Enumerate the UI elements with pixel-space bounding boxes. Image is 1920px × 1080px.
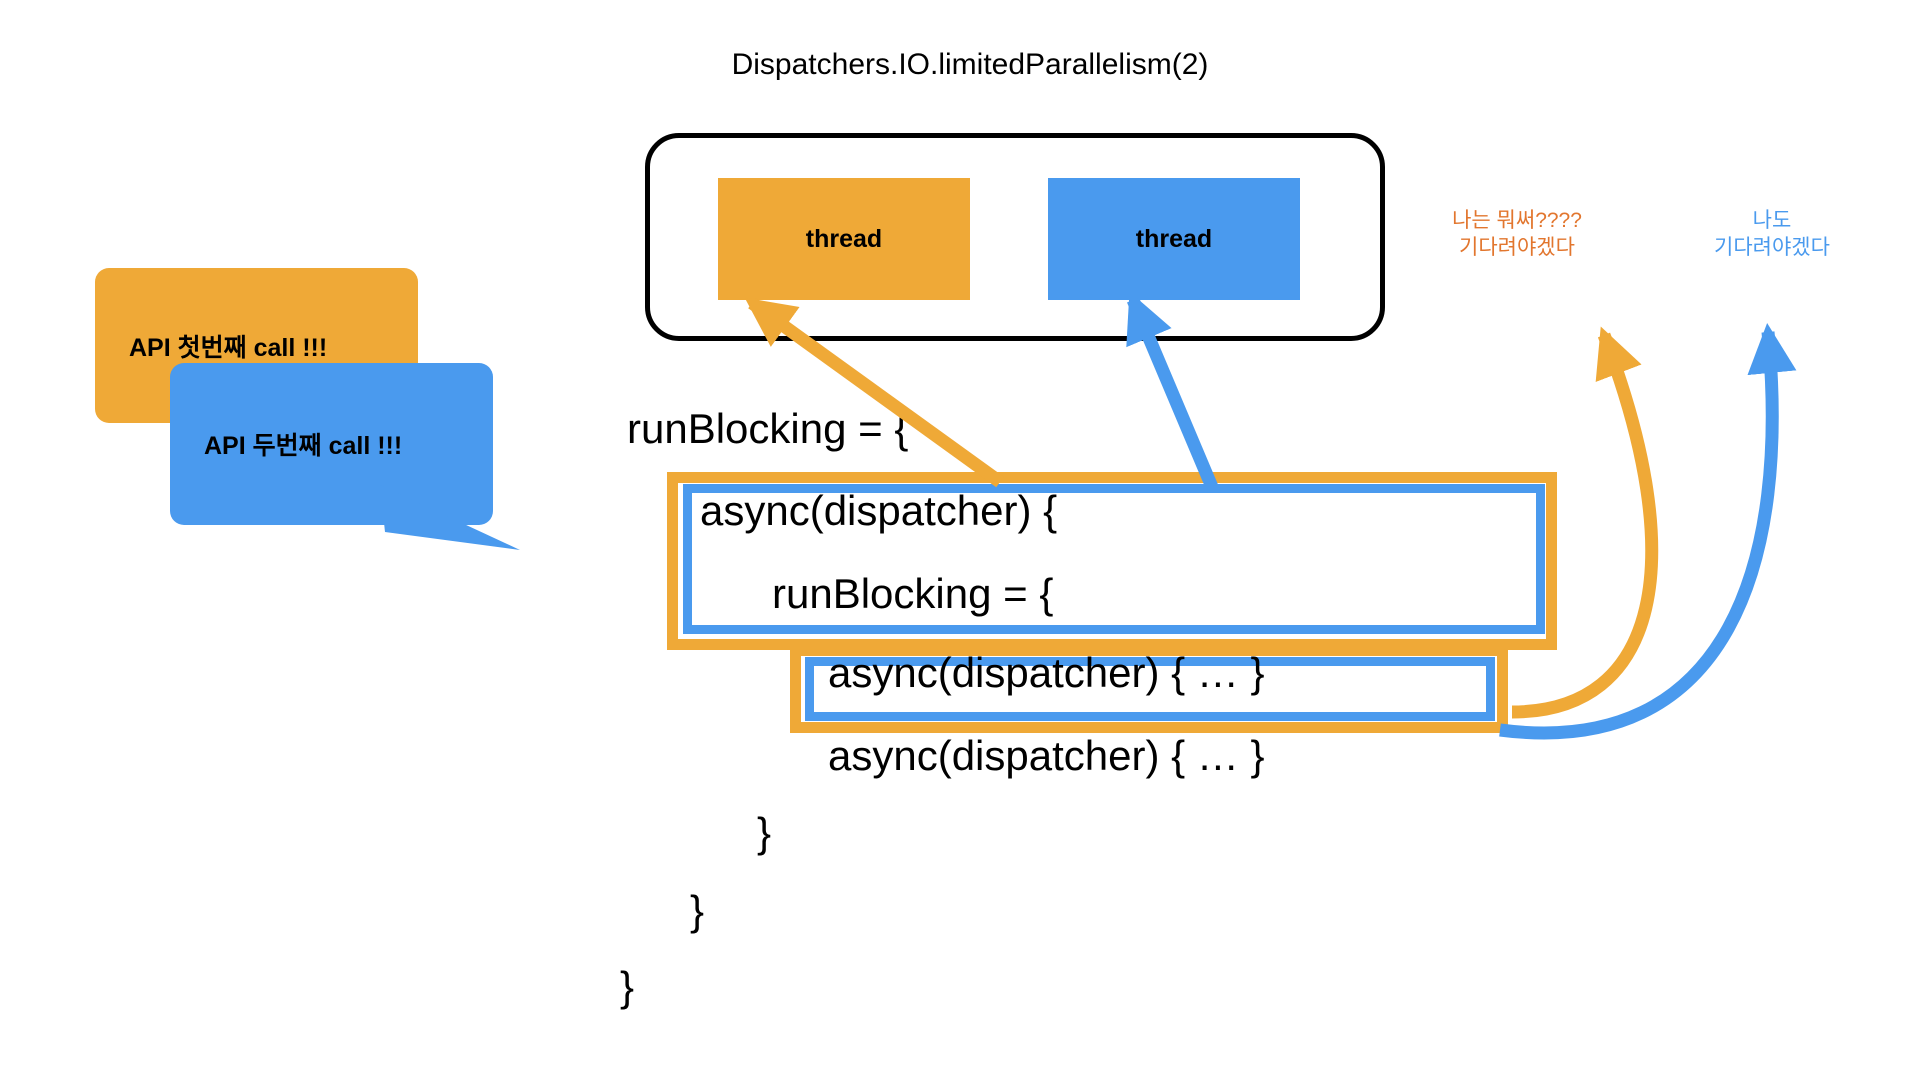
highlight-outer-blue: [683, 484, 1545, 634]
annotation-blue-waiting: 나도 기다려야겠다: [1714, 209, 1830, 259]
annotation-orange-waiting: 나는 뭐써???? 기다려야겠다: [1452, 209, 1582, 259]
code-line-7: }: [690, 887, 705, 934]
highlight-inner-blue: [805, 657, 1495, 721]
code-line-8: }: [620, 963, 635, 1010]
code-line-1: runBlocking = {: [627, 405, 909, 452]
code-line-6: }: [757, 809, 772, 856]
thread-box-blue: thread: [1048, 178, 1300, 300]
pool-title: Dispatchers.IO.limitedParallelism(2): [731, 48, 1209, 81]
code-line-5: async(dispatcher) { … }: [828, 732, 1265, 779]
thread-box-orange: thread: [718, 178, 970, 300]
thread-pool-container: [645, 133, 1385, 341]
speech-bubble-second-call: API 두번째 call !!!: [170, 363, 493, 525]
